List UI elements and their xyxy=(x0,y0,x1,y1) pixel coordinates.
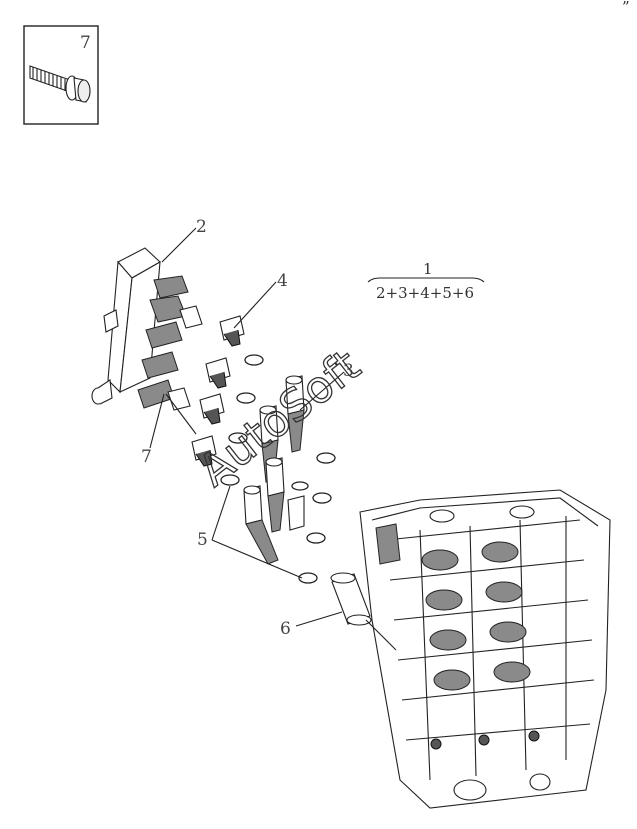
assembly-components: 2+3+4+5+6 xyxy=(376,284,474,302)
injector-seal-sleeve xyxy=(330,572,372,626)
callout-3: 3 xyxy=(343,361,354,381)
o-rings xyxy=(220,354,336,584)
bolt-icon xyxy=(29,65,91,103)
callout-4: 4 xyxy=(277,271,288,291)
callout-5: 5 xyxy=(197,530,208,550)
callout-7: 7 xyxy=(141,447,152,467)
corner-mark: ” xyxy=(622,0,630,16)
assembly-formula: 1 2+3+4+5+6 xyxy=(367,260,485,302)
injector-clips xyxy=(191,315,245,467)
inset-bolt-box: 7 xyxy=(23,25,99,125)
fuel-injectors xyxy=(243,375,305,565)
callout-6: 6 xyxy=(280,619,291,639)
cylinder-head xyxy=(359,489,611,809)
fuel-rail xyxy=(91,247,203,411)
assembly-number: 1 xyxy=(423,260,433,278)
leader-lines xyxy=(149,227,397,651)
callout-2: 2 xyxy=(196,217,207,237)
inset-label: 7 xyxy=(80,33,91,53)
